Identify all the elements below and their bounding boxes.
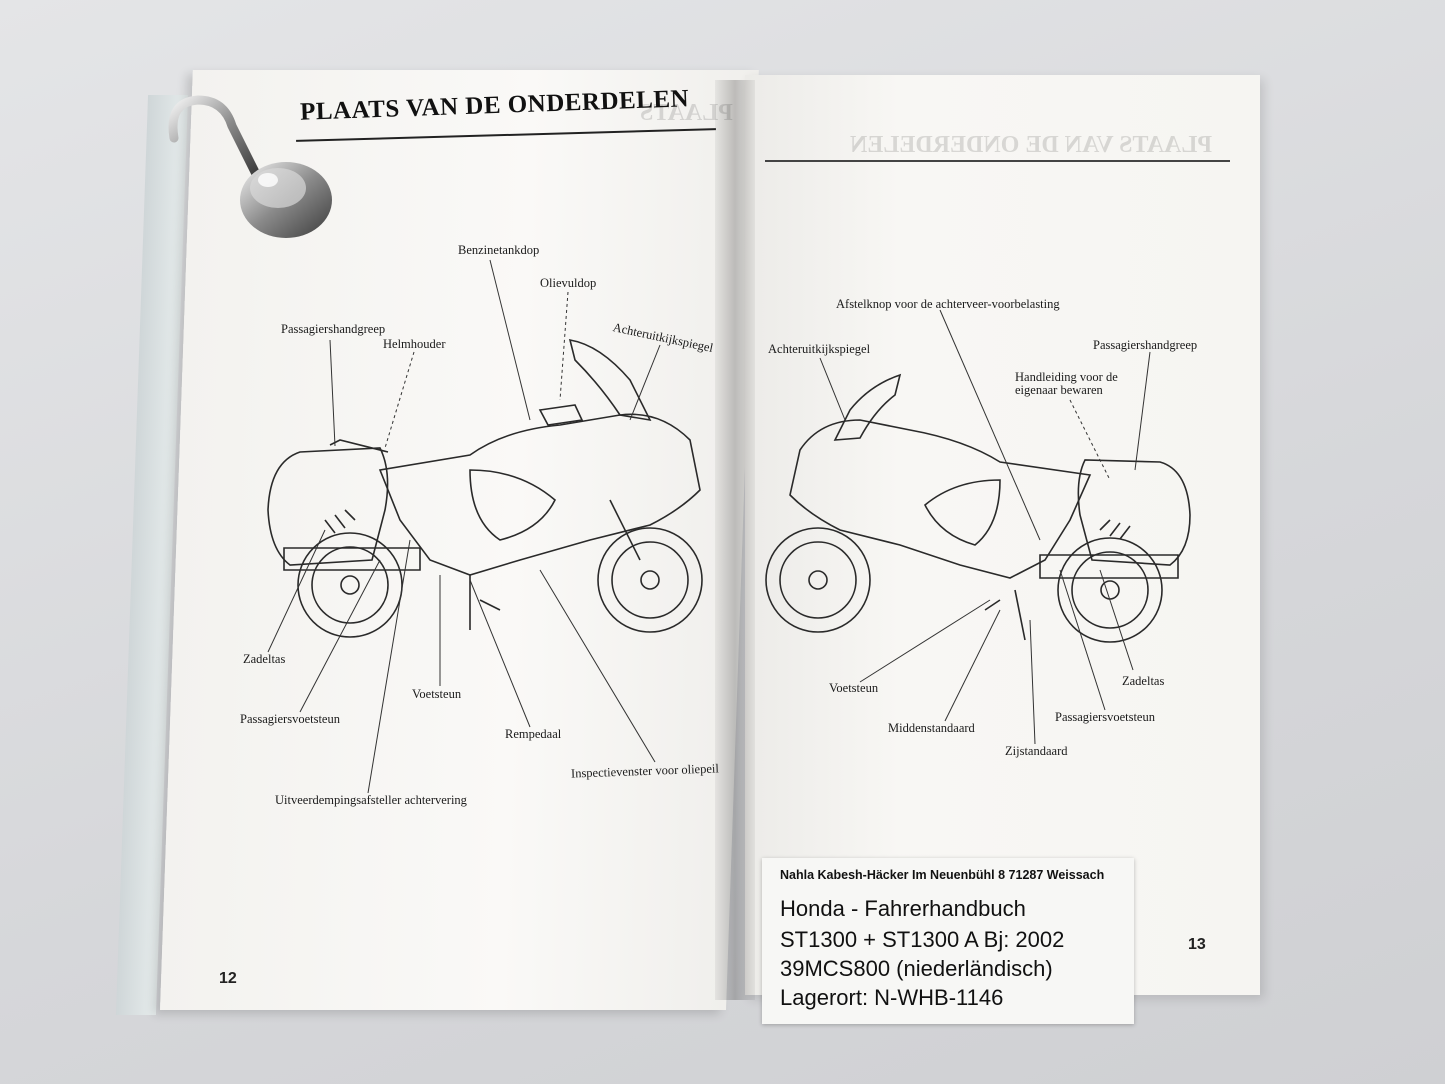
right-page [745, 75, 1260, 995]
magnet-hook-icon [168, 95, 332, 238]
label-middenstandaard: Middenstandaard [888, 721, 975, 735]
label-zijstandaard: Zijstandaard [1005, 744, 1068, 758]
label-achteruitkijkspiegel-right: Achteruitkijkspiegel [768, 342, 871, 356]
label-zadeltas-right: Zadeltas [1122, 674, 1165, 688]
sticker-line-3: 39MCS800 (niederländisch) [780, 956, 1053, 981]
label-handleiding-line2: eigenaar bewaren [1015, 383, 1103, 397]
title-rule-right [765, 160, 1230, 162]
sticker-address: Nahla Kabesh-Häcker Im Neuenbühl 8 71287… [780, 868, 1105, 882]
label-helmhouder: Helmhouder [383, 337, 446, 351]
sticker-line-1: Honda - Fahrerhandbuch [780, 896, 1026, 921]
label-zadeltas: Zadeltas [243, 652, 286, 666]
sticker-line-2: ST1300 + ST1300 A Bj: 2002 [780, 927, 1065, 952]
show-through-title: PLAATS VAN DE ONDERDELEN [850, 132, 1213, 158]
label-passagiersvoetsteun-right: Passagiersvoetsteun [1055, 710, 1155, 724]
label-afstelknop: Afstelknop voor de achterveer-voorbelast… [836, 297, 1060, 311]
label-voetsteun-right: Voetsteun [829, 681, 879, 695]
label-passagiershandgreep: Passagiershandgreep [281, 322, 386, 336]
label-olievuldop: Olievuldop [540, 276, 597, 290]
page-number-left: 12 [219, 970, 237, 987]
page-number-right: 13 [1188, 936, 1206, 953]
book-spine [715, 80, 755, 1000]
label-voetsteun: Voetsteun [412, 687, 462, 701]
label-benzinetankdop: Benzinetankdop [458, 243, 540, 257]
inventory-sticker: Nahla Kabesh-Häcker Im Neuenbühl 8 71287… [762, 858, 1134, 1024]
label-passagiersvoetsteun: Passagiersvoetsteun [240, 712, 340, 726]
label-rempedaal: Rempedaal [505, 727, 562, 741]
sticker-line-4: Lagerort: N-WHB-1146 [780, 985, 1004, 1010]
label-handleiding-line1: Handleiding voor de [1015, 370, 1118, 384]
label-uitveerdemping: Uitveerdempingsafsteller achtervering [275, 793, 467, 807]
label-passagiershandgreep-right: Passagiershandgreep [1093, 338, 1198, 352]
